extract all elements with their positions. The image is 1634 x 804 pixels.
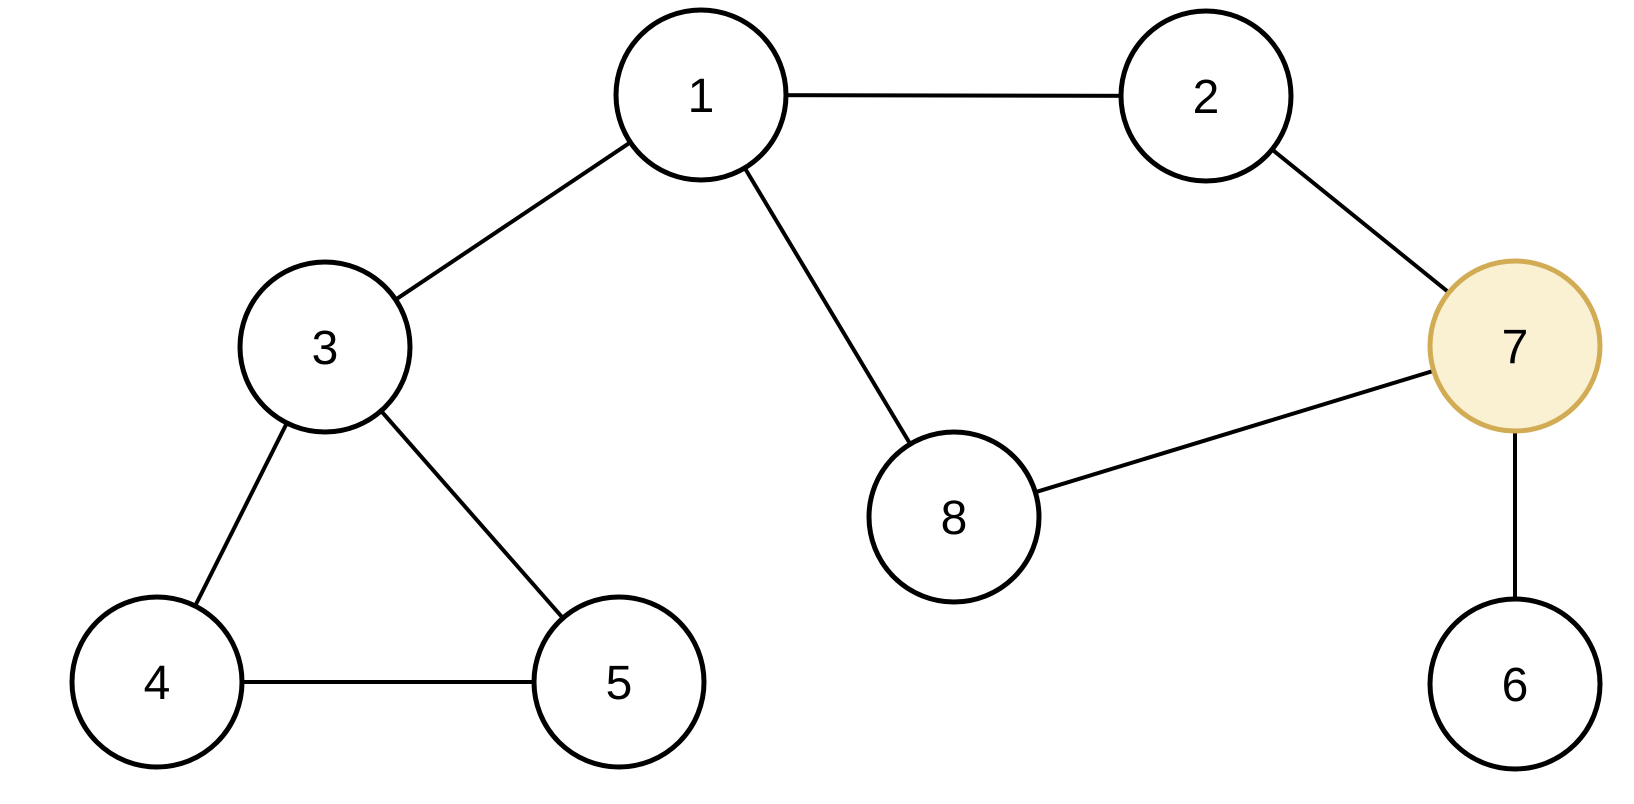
node-3-circle: [237, 259, 413, 435]
node-1-circle: [613, 7, 789, 183]
node-7-circle-highlighted: [1427, 258, 1603, 434]
node-2-circle: [1118, 8, 1294, 184]
node-5-circle: [531, 594, 707, 770]
node-7: 7: [1427, 258, 1603, 434]
node-6-circle: [1427, 596, 1603, 772]
node-4-circle: [69, 594, 245, 770]
node-8-circle: [866, 429, 1042, 605]
node-3: 3: [237, 259, 413, 435]
node-1: 1: [613, 7, 789, 183]
edge-7-8: [953, 344, 1516, 519]
node-2: 2: [1118, 8, 1294, 184]
node-6: 6: [1427, 596, 1603, 772]
node-8: 8: [866, 429, 1042, 605]
node-4: 4: [69, 594, 245, 770]
node-5: 5: [531, 594, 707, 770]
